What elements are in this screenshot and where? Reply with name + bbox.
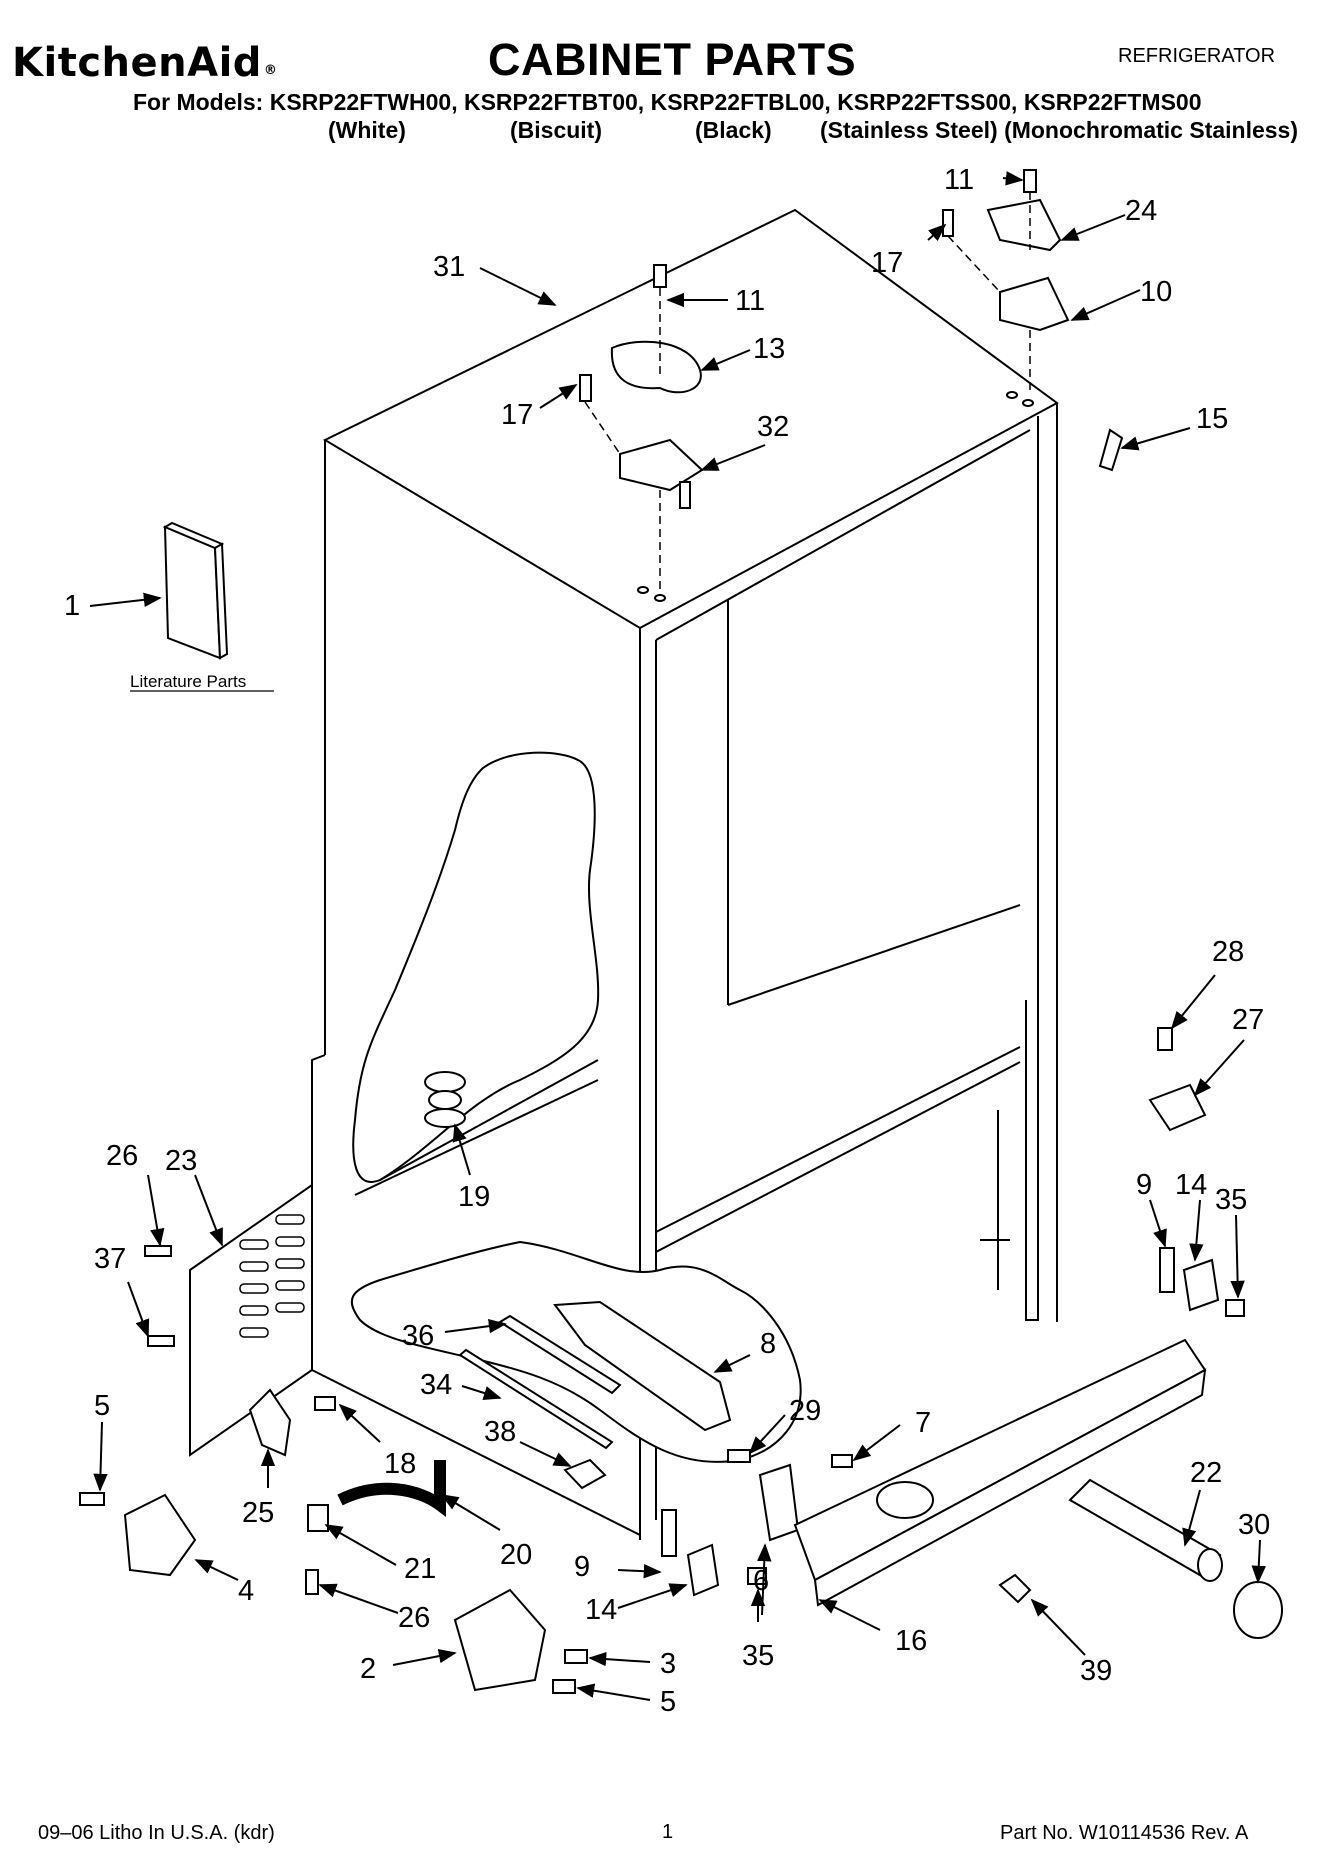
- callout-22: 22: [1190, 1457, 1222, 1489]
- callout-14-right: 14: [1175, 1169, 1207, 1201]
- footer-page-number: 1: [662, 1821, 674, 1843]
- rear-panel: [144, 1183, 313, 1457]
- drain-cup: [424, 1071, 466, 1128]
- callout-21: 21: [404, 1553, 436, 1585]
- callout-39: 39: [1080, 1655, 1112, 1687]
- callout-36: 36: [402, 1320, 434, 1352]
- callout-18: 18: [384, 1448, 416, 1480]
- callout-24: 24: [1125, 195, 1157, 227]
- callout-5-left: 5: [94, 1390, 110, 1422]
- lower-parts: [79, 1027, 1283, 1694]
- page-title: CABINET PARTS: [488, 34, 857, 85]
- callout-34: 34: [420, 1369, 452, 1401]
- callout-28: 28: [1212, 936, 1244, 968]
- callout-11-top: 11: [944, 164, 974, 196]
- callout-9-lower: 9: [574, 1551, 590, 1583]
- top-hinge-parts: [579, 169, 1124, 509]
- product-type: REFRIGERATOR: [1118, 45, 1276, 67]
- variant-stainless: (Stainless Steel) (Monochromatic Stainle…: [820, 117, 1299, 143]
- callout-16: 16: [895, 1625, 927, 1657]
- callout-26-lower: 26: [398, 1602, 430, 1634]
- callout-17-top: 17: [871, 247, 903, 279]
- callout-37: 37: [94, 1243, 126, 1275]
- callout-3: 3: [660, 1648, 676, 1680]
- callout-10: 10: [1140, 276, 1172, 308]
- callout-25: 25: [242, 1497, 274, 1529]
- models-line: For Models: KSRP22FTWH00, KSRP22FTBT00, …: [133, 89, 1202, 115]
- brand-registered-mark: ®: [263, 63, 278, 78]
- callout-17-mid: 17: [501, 399, 533, 431]
- interior-cutaway: [350, 751, 802, 1463]
- callout-9-right: 9: [1136, 1169, 1152, 1201]
- callout-38: 38: [484, 1416, 516, 1448]
- callout-26-top: 26: [106, 1140, 138, 1172]
- callout-29: 29: [789, 1395, 821, 1427]
- callout-13: 13: [753, 333, 785, 365]
- callout-4: 4: [238, 1575, 254, 1607]
- callout-2: 2: [360, 1653, 376, 1685]
- callout-27: 27: [1232, 1004, 1264, 1036]
- brand-logo: KitchenAid®: [12, 40, 277, 86]
- callout-31: 31: [433, 251, 465, 283]
- callout-11-mid: 11: [735, 285, 765, 317]
- callout-7: 7: [915, 1407, 931, 1439]
- callout-32: 32: [757, 411, 789, 443]
- callout-labels: 1 31 11 24 17 10 11 13 17 32 15 19 26 23…: [64, 164, 1270, 1718]
- variant-black: (Black): [695, 117, 772, 143]
- callout-14-lower: 14: [585, 1594, 617, 1626]
- literature-booklet: [162, 521, 229, 660]
- variant-white: (White): [328, 117, 406, 143]
- callout-23: 23: [165, 1145, 197, 1177]
- callout-6: 6: [753, 1565, 769, 1597]
- callout-35-right: 35: [1215, 1184, 1247, 1216]
- literature-parts-label: Literature Parts: [130, 672, 246, 691]
- cabinet-shell: [311, 208, 1059, 1540]
- callout-15: 15: [1196, 403, 1228, 435]
- callout-8: 8: [760, 1328, 776, 1360]
- variant-biscuit: (Biscuit): [510, 117, 602, 143]
- callout-19: 19: [458, 1181, 490, 1213]
- callout-20: 20: [500, 1539, 532, 1571]
- brand-name: KitchenAid: [12, 40, 262, 86]
- callout-30: 30: [1238, 1509, 1270, 1541]
- callout-5-lower: 5: [660, 1686, 676, 1718]
- footer-part-number: Part No. W10114536 Rev. A: [1000, 1822, 1249, 1844]
- callout-1: 1: [64, 590, 80, 622]
- callout-35-lower: 35: [742, 1640, 774, 1672]
- footer-litho: 09–06 Litho In U.S.A. (kdr): [38, 1822, 275, 1844]
